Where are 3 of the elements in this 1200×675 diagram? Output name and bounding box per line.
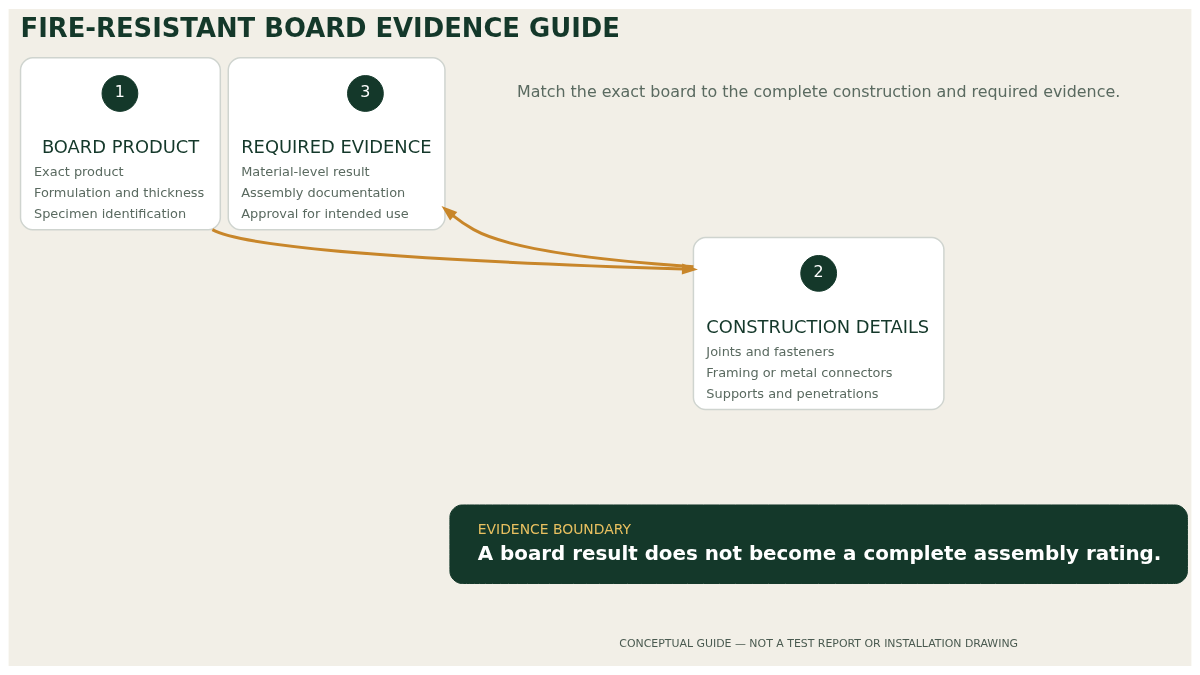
label: Match the exact board to the complete construction and required evidence. [517,82,1121,102]
label: CONCEPTUAL GUIDE — NOT A TEST REPORT OR INSTALLATION DRAWING [619,636,1019,650]
diagram-title: FIRE-RESISTANT BOARD EVIDENCE GUIDE [20,12,620,43]
